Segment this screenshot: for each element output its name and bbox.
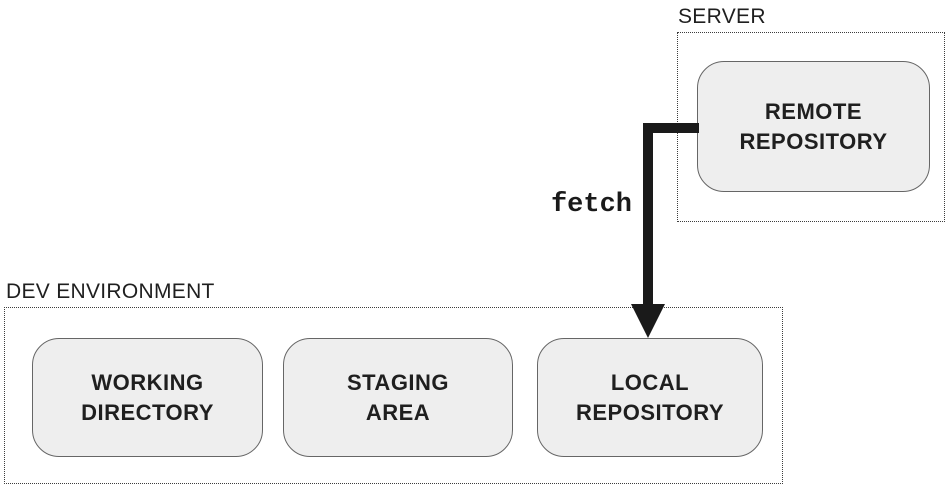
staging-area-node: STAGING AREA	[283, 338, 513, 457]
server-group: REMOTE REPOSITORY	[677, 32, 945, 222]
local-repository-node: LOCAL REPOSITORY	[537, 338, 763, 457]
dev-environment-group-label: DEV ENVIRONMENT	[6, 280, 215, 303]
dev-environment-group: WORKING DIRECTORY STAGING AREA LOCAL REP…	[4, 307, 783, 484]
working-directory-node: WORKING DIRECTORY	[32, 338, 263, 457]
staging-area-label: STAGING AREA	[346, 369, 450, 425]
working-directory-label: WORKING DIRECTORY	[81, 369, 214, 425]
local-repository-label: LOCAL REPOSITORY	[575, 369, 725, 425]
fetch-edge-label: fetch	[550, 190, 632, 220]
remote-repository-label: REMOTE REPOSITORY	[739, 98, 888, 154]
remote-repository-node: REMOTE REPOSITORY	[697, 61, 930, 192]
server-group-label: SERVER	[678, 5, 766, 28]
